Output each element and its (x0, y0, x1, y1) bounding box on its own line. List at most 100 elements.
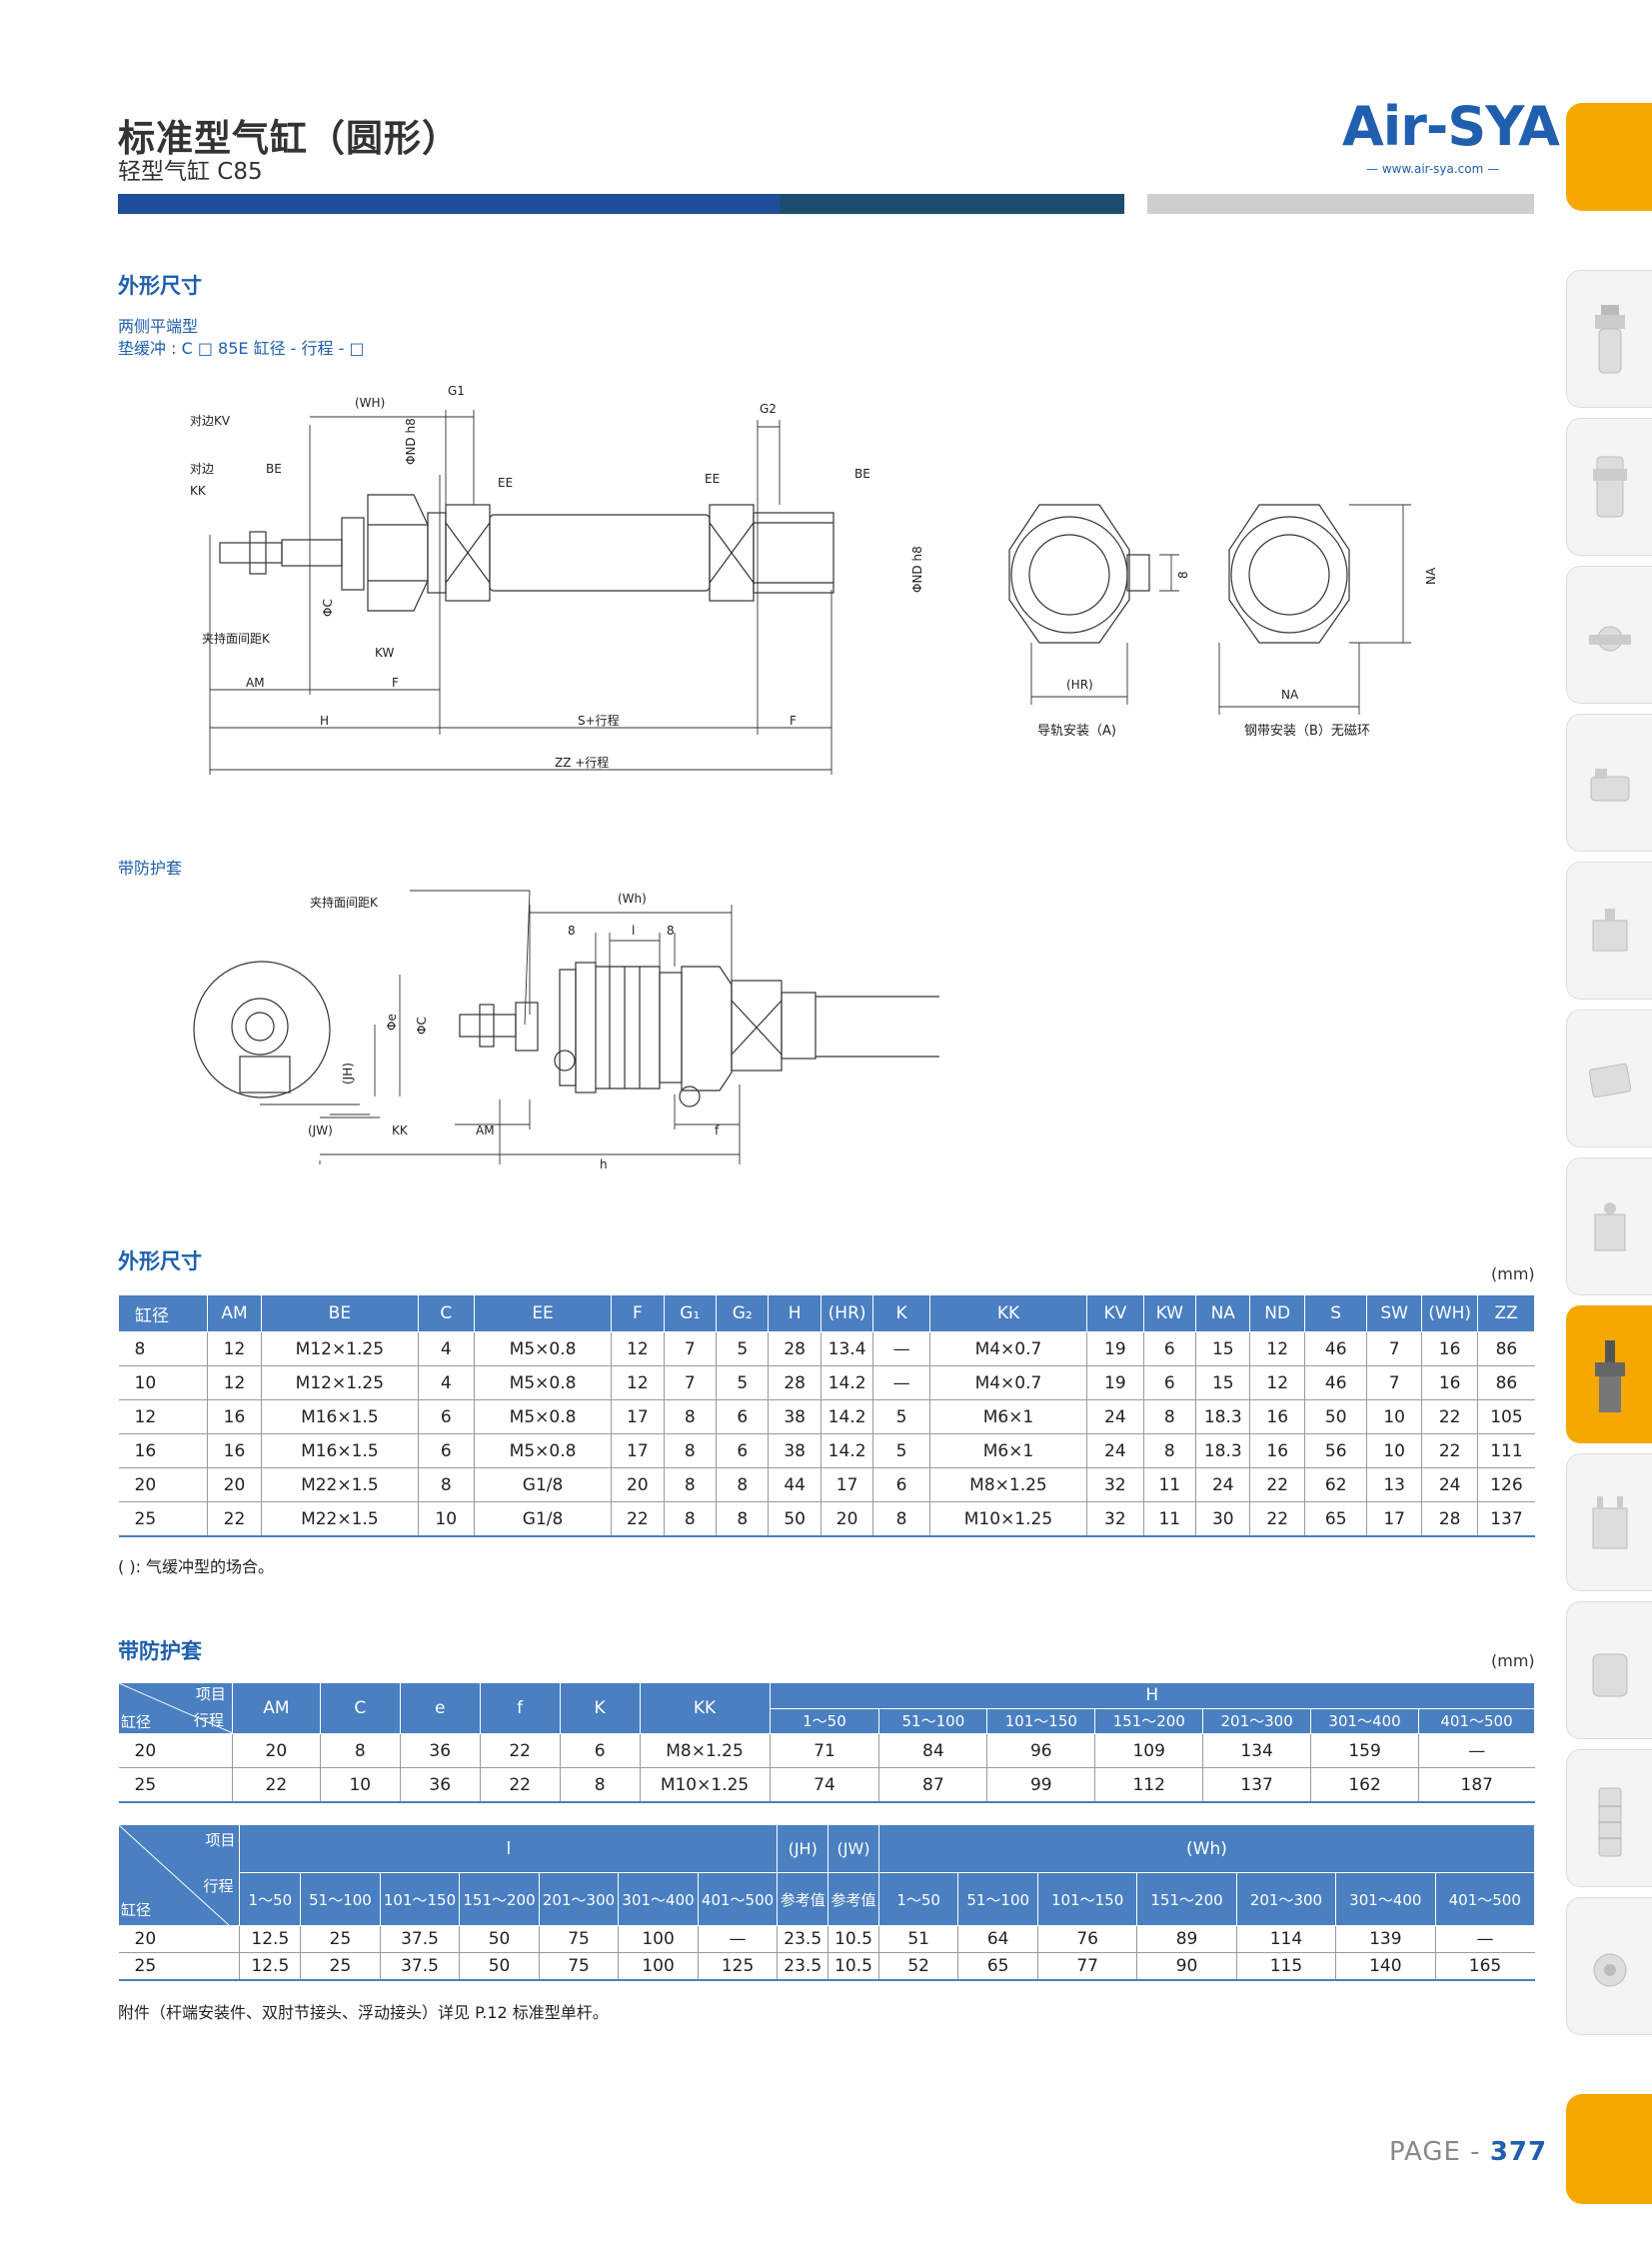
table2-corner: 项目 行程 缸径 (118, 1682, 233, 1734)
caption-band-mount: 钢带安装（B）无磁环 (1244, 724, 1370, 739)
table-cell: 62 (1303, 1467, 1367, 1502)
table-cell: 38 (768, 1433, 822, 1468)
side-nav-regulator-icon[interactable] (1566, 418, 1652, 556)
table-cell: 16 (206, 1433, 262, 1468)
table-cell: 16 (1249, 1399, 1305, 1434)
label-boot-kk: KK (392, 1123, 409, 1137)
table-cell: 22 (479, 1733, 561, 1768)
label-kw: KW (375, 646, 394, 660)
table-cell: 75 (538, 1925, 619, 1953)
table-cell: 11 (1142, 1501, 1196, 1537)
side-nav-manifold-icon[interactable] (1566, 862, 1652, 1000)
label-boot-f: f (715, 1123, 720, 1137)
table-cell: 105 (1477, 1399, 1535, 1434)
table-cell: 22 (231, 1767, 321, 1803)
table-cell: 17 (611, 1399, 665, 1434)
table-cell: 18.3 (1195, 1433, 1250, 1468)
table-cell: 8 (1142, 1399, 1196, 1434)
table-cell: 87 (878, 1767, 987, 1803)
table-cell: 86 (1477, 1365, 1535, 1400)
table-cell: 12.5 (239, 1952, 301, 1981)
label-phic: ΦC (321, 599, 335, 617)
table-cell: 71 (769, 1733, 879, 1768)
label-f-right: F (790, 714, 797, 728)
table2-subheader-cell: 301～400 (1310, 1707, 1419, 1734)
table-cell: M12×1.25 (261, 1331, 419, 1366)
table-cell: 12 (611, 1331, 665, 1366)
table2-unit: (mm) (1491, 1651, 1535, 1670)
brand-logo: Air-SYA (1342, 95, 1560, 158)
table-cell: 6 (1142, 1331, 1196, 1366)
table-cell: 24 (1420, 1467, 1478, 1502)
table-cell: 19 (1086, 1365, 1144, 1400)
table-cell: 12.5 (239, 1925, 301, 1953)
label-boot-phie: Φe (385, 1014, 399, 1031)
table-cell: 50 (1303, 1399, 1367, 1434)
table-cell: M10×1.25 (928, 1501, 1087, 1537)
table-cell: 16 (118, 1433, 208, 1468)
side-nav-rotary-icon[interactable] (1566, 1601, 1652, 1739)
table-cell: 77 (1036, 1952, 1137, 1981)
table1-header-cell: EE (473, 1294, 613, 1332)
table-cell: 4 (417, 1365, 475, 1400)
table-cell: 13.4 (820, 1331, 873, 1366)
table-cell: 137 (1477, 1501, 1535, 1537)
table-cell: 8 (1142, 1433, 1196, 1468)
label-boot-8-left: 8 (568, 924, 576, 938)
table-cell: 140 (1335, 1952, 1435, 1981)
label-nd-right: ΦND h8 (910, 546, 924, 593)
label-be-right: BE (854, 467, 870, 481)
table1-header-cell: NA (1195, 1294, 1251, 1332)
label-nd: ΦND h8 (404, 418, 418, 465)
table3-corner: 项目 行程 缸径 (117, 1824, 241, 1926)
side-tab-top[interactable] (1566, 103, 1652, 211)
side-nav-solenoid-icon[interactable] (1566, 714, 1652, 852)
side-nav-gripper-icon[interactable] (1566, 1453, 1652, 1591)
table1-header-cell: G₁ (663, 1294, 718, 1332)
table-cell: 50 (768, 1501, 822, 1537)
table-cell: M4×0.7 (928, 1365, 1087, 1400)
table-cell: 24 (1195, 1467, 1250, 1502)
table1-header-cell: AM (206, 1294, 263, 1332)
table-cell: 10 (319, 1767, 401, 1803)
table-cell: 13 (1366, 1467, 1422, 1502)
table-cell: M10×1.25 (639, 1767, 771, 1803)
table-cell: 22 (1249, 1467, 1305, 1502)
table-cell: 23.5 (777, 1952, 828, 1981)
table-cell: M5×0.8 (473, 1365, 612, 1400)
table-cell: 16 (1420, 1331, 1478, 1366)
table-cell: 14.2 (820, 1365, 873, 1400)
side-tab-bottom[interactable] (1566, 2094, 1652, 2204)
table-cell: 22 (1420, 1433, 1478, 1468)
table-cell: G1/8 (473, 1501, 612, 1537)
side-nav-valve-icon[interactable] (1566, 566, 1652, 704)
table1-unit: (mm) (1491, 1264, 1535, 1283)
side-nav-actuator-icon[interactable] (1566, 1157, 1652, 1295)
label-na-side: NA (1424, 567, 1438, 585)
table-cell: — (872, 1365, 930, 1400)
label-boot-l: l (632, 924, 635, 938)
label-kk-b: KK (190, 484, 207, 498)
table-cell: 14.2 (820, 1433, 873, 1468)
label-kk-a: 对边 (190, 462, 214, 476)
side-nav-fitting-icon[interactable] (1566, 1897, 1652, 2035)
table-cell: 125 (697, 1952, 778, 1981)
table-cell: 25 (118, 1501, 208, 1537)
table-cell: 16 (206, 1399, 262, 1434)
table-cell: 17 (820, 1467, 873, 1502)
side-nav-spring-icon[interactable] (1566, 1749, 1652, 1887)
side-nav-cylinder-icon[interactable] (1566, 1305, 1652, 1443)
label-f-left: F (392, 676, 399, 690)
table-cell: 56 (1303, 1433, 1367, 1468)
label-be: BE (266, 462, 282, 476)
side-nav-block-icon[interactable] (1566, 1010, 1652, 1147)
table-cell: 20 (118, 1925, 240, 1953)
table-cell: 74 (769, 1767, 879, 1803)
side-nav-filter-icon[interactable] (1566, 270, 1652, 408)
table-cell: 90 (1136, 1952, 1237, 1981)
section-label-boot: 带防护套 (118, 859, 183, 878)
section-heading-dimensions: 外形尺寸 (118, 274, 202, 298)
